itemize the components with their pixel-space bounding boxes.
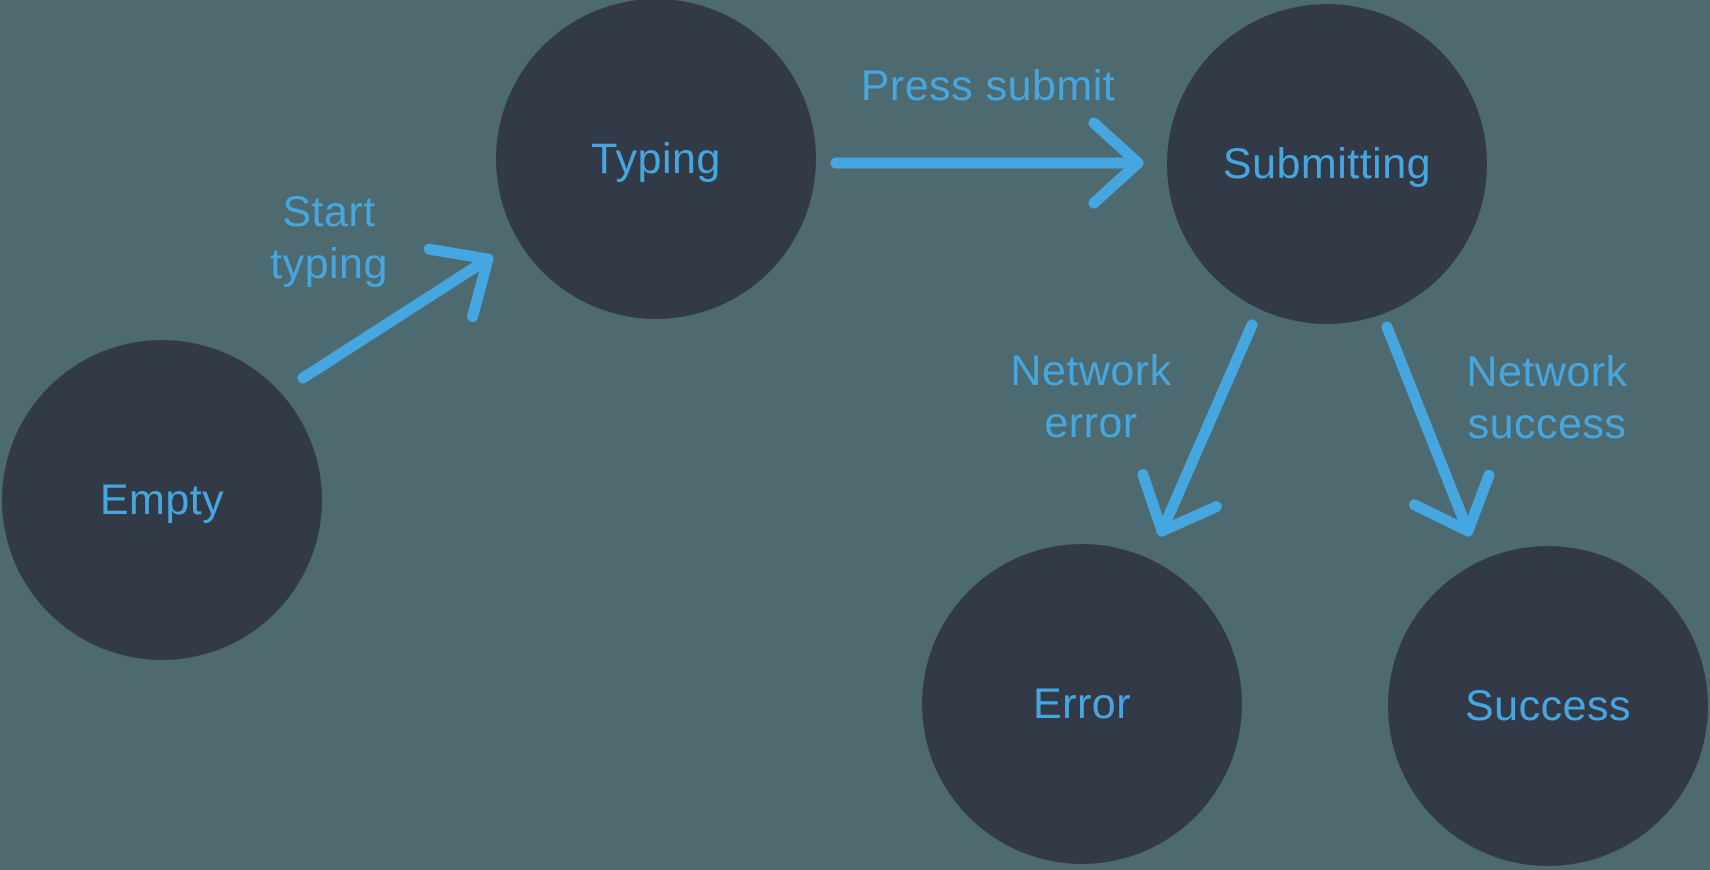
edge-label-network-error: Network error	[1010, 345, 1171, 449]
state-node-success: Success	[1388, 546, 1708, 866]
state-node-empty: Empty	[2, 340, 322, 660]
edge-label-line: error	[1044, 399, 1138, 447]
arrow-submitting-to-error	[1137, 319, 1258, 537]
edge-label-start-typing: Start typing	[270, 186, 388, 290]
edge-label-network-success: Network success	[1466, 346, 1627, 450]
edge-label-line: Start	[282, 188, 376, 236]
state-node-label: Empty	[99, 475, 225, 524]
edge-label-line: Network	[1466, 348, 1628, 396]
edge-label-line: Press submit	[860, 62, 1116, 110]
state-node-label: Typing	[591, 134, 721, 183]
state-node-label: Submitting	[1222, 139, 1432, 188]
state-node-label: Error	[1032, 679, 1132, 728]
state-node-submitting: Submitting	[1167, 4, 1487, 324]
edge-label-line: typing	[270, 240, 388, 288]
state-node-typing: Typing	[496, 0, 816, 319]
arrow-submitting-to-success	[1381, 321, 1495, 537]
edge-label-line: Network	[1010, 347, 1172, 395]
state-node-error: Error	[922, 544, 1242, 864]
state-node-label: Success	[1464, 681, 1631, 730]
edge-label-press-submit: Press submit	[861, 60, 1116, 112]
edge-label-line: success	[1467, 400, 1627, 448]
